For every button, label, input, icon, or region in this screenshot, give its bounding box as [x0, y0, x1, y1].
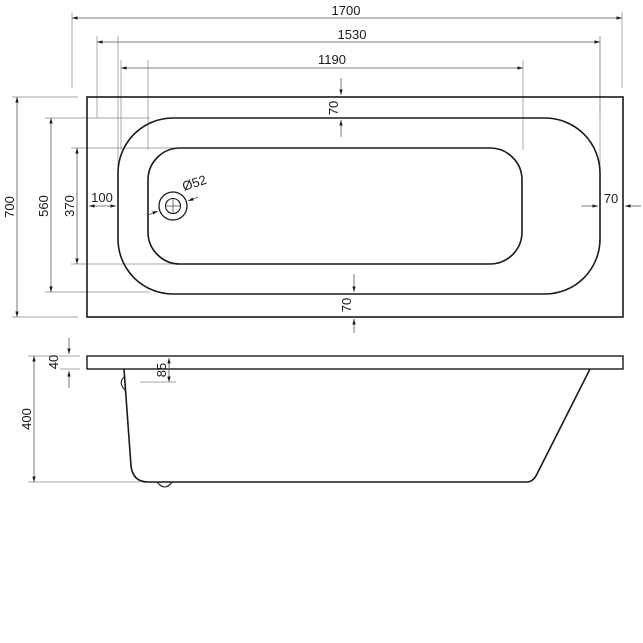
overflow-bump — [120, 375, 127, 392]
side-body — [123, 368, 591, 483]
dim-rim-bottom: 70 — [339, 298, 354, 312]
dim-overall-width: 700 — [2, 196, 17, 218]
drain-icon — [147, 191, 199, 221]
inner-basin — [147, 147, 523, 265]
dim-outer-basin-width: 560 — [36, 195, 51, 217]
side-rim — [86, 355, 624, 370]
plan-view: 1700 1530 1190 700 560 370 — [2, 3, 641, 333]
dim-rim-thickness: 40 — [46, 355, 61, 369]
dim-inner-basin-length: 1190 — [318, 52, 346, 67]
dim-overall-length: 1700 — [332, 3, 361, 18]
dim-outer-basin-length: 1530 — [338, 27, 367, 42]
tub-outline — [86, 96, 624, 318]
dim-rim-left: 100 — [91, 190, 113, 205]
outer-basin — [117, 117, 601, 295]
dim-overflow-offset: 85 — [154, 363, 169, 377]
dim-rim-right: 70 — [604, 191, 618, 206]
side-view: 400 40 85 — [19, 338, 624, 488]
drain-bump — [156, 481, 173, 488]
dim-total-height: 400 — [19, 408, 34, 430]
dim-inner-basin-width: 370 — [62, 195, 77, 217]
dim-rim-top: 70 — [326, 101, 341, 115]
dim-drain-diameter: Ø52 — [180, 172, 208, 194]
